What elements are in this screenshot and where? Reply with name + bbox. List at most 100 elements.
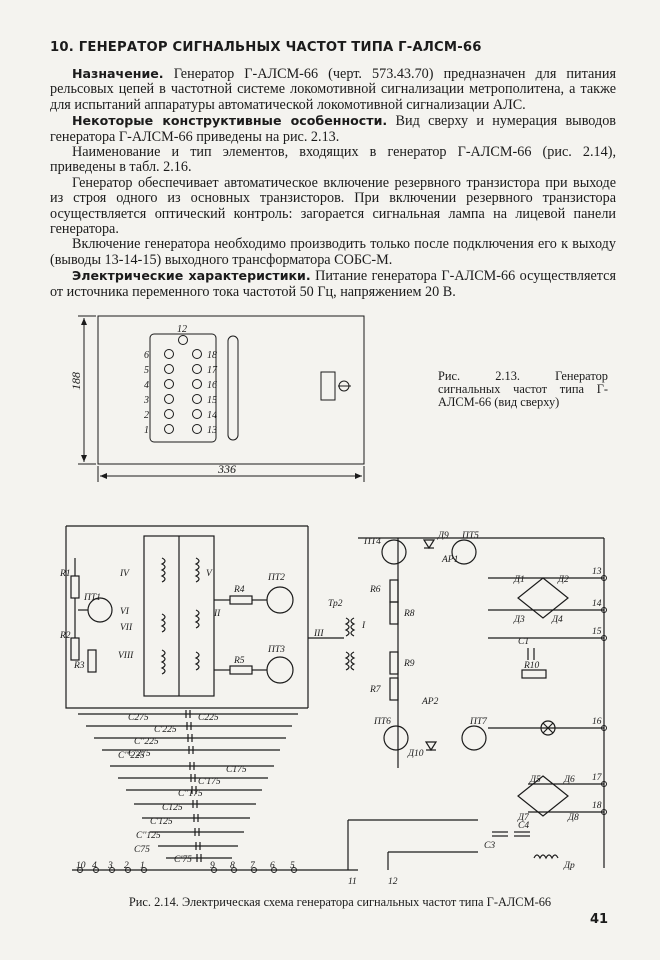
- connector-pin: [192, 349, 202, 359]
- terminal-dot: [231, 867, 237, 873]
- figure-2-13-caption: Рис. 2.13. Генератор сигнальных частот т…: [438, 369, 608, 409]
- label-C2_75: С'75: [174, 855, 192, 865]
- terminal-label: 12: [388, 877, 398, 887]
- pin-label-left: 2: [144, 410, 149, 421]
- terminal-dot: [93, 867, 99, 873]
- label-PT5: ПТ5: [461, 531, 479, 541]
- label-D7: Д7: [517, 813, 530, 823]
- connector-pin: [192, 364, 202, 374]
- terminal-label: 14: [592, 599, 602, 609]
- connector-pin: [164, 379, 174, 389]
- label-winding-VII: VII: [120, 623, 133, 633]
- terminal-dot: [77, 867, 83, 873]
- terminal-label: 18: [592, 801, 602, 811]
- terminal-dot: [601, 725, 607, 731]
- label-R5: R5: [233, 656, 245, 666]
- label-D9: Д9: [437, 531, 449, 541]
- label-C3: С3: [484, 841, 495, 851]
- paragraph-text: Питание генератора Г-АЛСМ-66 осуществляе…: [50, 268, 616, 300]
- connector-block: [149, 333, 217, 443]
- pin-label-right: 14: [207, 410, 217, 421]
- label-R7: R7: [369, 685, 382, 695]
- label-D8: Д8: [567, 813, 579, 823]
- terminal-label: 3: [107, 861, 113, 871]
- connector-pin: [164, 424, 174, 434]
- label-C2_125: С'125: [150, 817, 173, 827]
- terminal-label: 8: [230, 861, 235, 871]
- pin-label-right: 15: [207, 395, 217, 406]
- label-D10: Д10: [407, 749, 424, 759]
- label-C75: С75: [134, 845, 150, 855]
- paragraph: Включение генератора необходимо производ…: [50, 237, 616, 268]
- terminal-label: 11: [348, 877, 357, 887]
- dim-width-label: 336: [217, 462, 236, 476]
- label-C4: С4: [518, 821, 529, 831]
- terminal-label: 5: [290, 861, 295, 871]
- label-R6: R6: [369, 585, 381, 595]
- terminal-dot: [125, 867, 131, 873]
- label-PT2: ПТ2: [267, 573, 285, 583]
- terminal-dot: [141, 867, 147, 873]
- pin-label-left: 1: [144, 425, 149, 436]
- paragraph-text: Генератор Г-АЛСМ-66 (черт. 573.43.70) пр…: [50, 66, 617, 113]
- label-AR1: АР1: [441, 555, 458, 565]
- terminal-dot: [211, 867, 217, 873]
- pin-label-right: 17: [207, 365, 218, 376]
- section-heading: 10. ГЕНЕРАТОР СИГНАЛЬНЫХ ЧАСТОТ ТИПА Г-А…: [50, 40, 482, 55]
- dim-height-label: 188: [69, 372, 83, 390]
- fuse-holder: [320, 371, 336, 401]
- paragraph: Электрические характеристики. Питание ге…: [50, 268, 616, 300]
- body-text: Назначение. Генератор Г-АЛСМ-66 (черт. 5…: [50, 66, 616, 300]
- label-PT1: ПТ1: [83, 593, 101, 603]
- label-Tr2: Тр2: [328, 599, 343, 609]
- pin-label-top: 12: [177, 324, 187, 335]
- connector-pin: [164, 349, 174, 359]
- connector-pin: [164, 409, 174, 419]
- label-R2: R2: [59, 631, 71, 641]
- label-C3_125: С''125: [136, 831, 161, 841]
- label-R4: R4: [233, 585, 245, 595]
- pin-label-left: 4: [144, 380, 149, 391]
- connector-pin: [192, 424, 202, 434]
- pin-label-left: 3: [143, 395, 149, 406]
- paragraph: Некоторые конструктивные особенности. Ви…: [50, 113, 616, 145]
- label-C3_225: С''225: [134, 737, 159, 747]
- label-C2_175: С'175: [198, 777, 221, 787]
- label-C125: С125: [162, 803, 183, 813]
- label-C3_175: С''175: [178, 789, 203, 799]
- terminal-dot: [251, 867, 257, 873]
- terminal-dot: [601, 635, 607, 641]
- label-R10: R10: [523, 661, 540, 671]
- label-PT6: ПТ6: [373, 717, 391, 727]
- label-PT4: ПТ4: [363, 537, 381, 547]
- figure-2-14-caption: Рис. 2.14. Электрическая схема генератор…: [128, 895, 552, 909]
- label-R9: R9: [403, 659, 415, 669]
- connector-pin: [178, 335, 188, 345]
- label-C225: С225: [198, 713, 219, 723]
- label-C4_225: С'''225: [118, 751, 145, 761]
- label-C1: С1: [518, 637, 529, 647]
- label-D1: Д1: [513, 575, 525, 585]
- paragraph-text: Генератор обеспечивает автоматическое вк…: [50, 174, 616, 238]
- label-PT3: ПТ3: [267, 645, 285, 655]
- lamp-tube: [227, 335, 239, 441]
- pin-label-right: 13: [207, 425, 217, 436]
- terminal-label: 4: [92, 861, 97, 871]
- label-winding-V: V: [206, 569, 213, 579]
- terminal-dot: [601, 781, 607, 787]
- label-Dr: Др: [563, 861, 575, 871]
- page-number: 41: [590, 912, 609, 927]
- terminal-label: 9: [210, 861, 215, 871]
- label-AR2: АР2: [421, 697, 439, 707]
- paragraph: Наименование и тип элементов, входящих в…: [50, 144, 616, 176]
- label-C175: С175: [226, 765, 247, 775]
- label-winding-II: II: [213, 609, 221, 619]
- label-C2_225: С'225: [154, 725, 177, 735]
- label-winding-I: I: [361, 621, 366, 631]
- connector-pin: [192, 409, 202, 419]
- terminal-dots: [77, 575, 607, 873]
- paragraph-lead: Назначение.: [72, 66, 164, 81]
- label-D6: Д6: [563, 775, 575, 785]
- label-winding-III: III: [313, 629, 324, 639]
- terminal-dot: [601, 607, 607, 613]
